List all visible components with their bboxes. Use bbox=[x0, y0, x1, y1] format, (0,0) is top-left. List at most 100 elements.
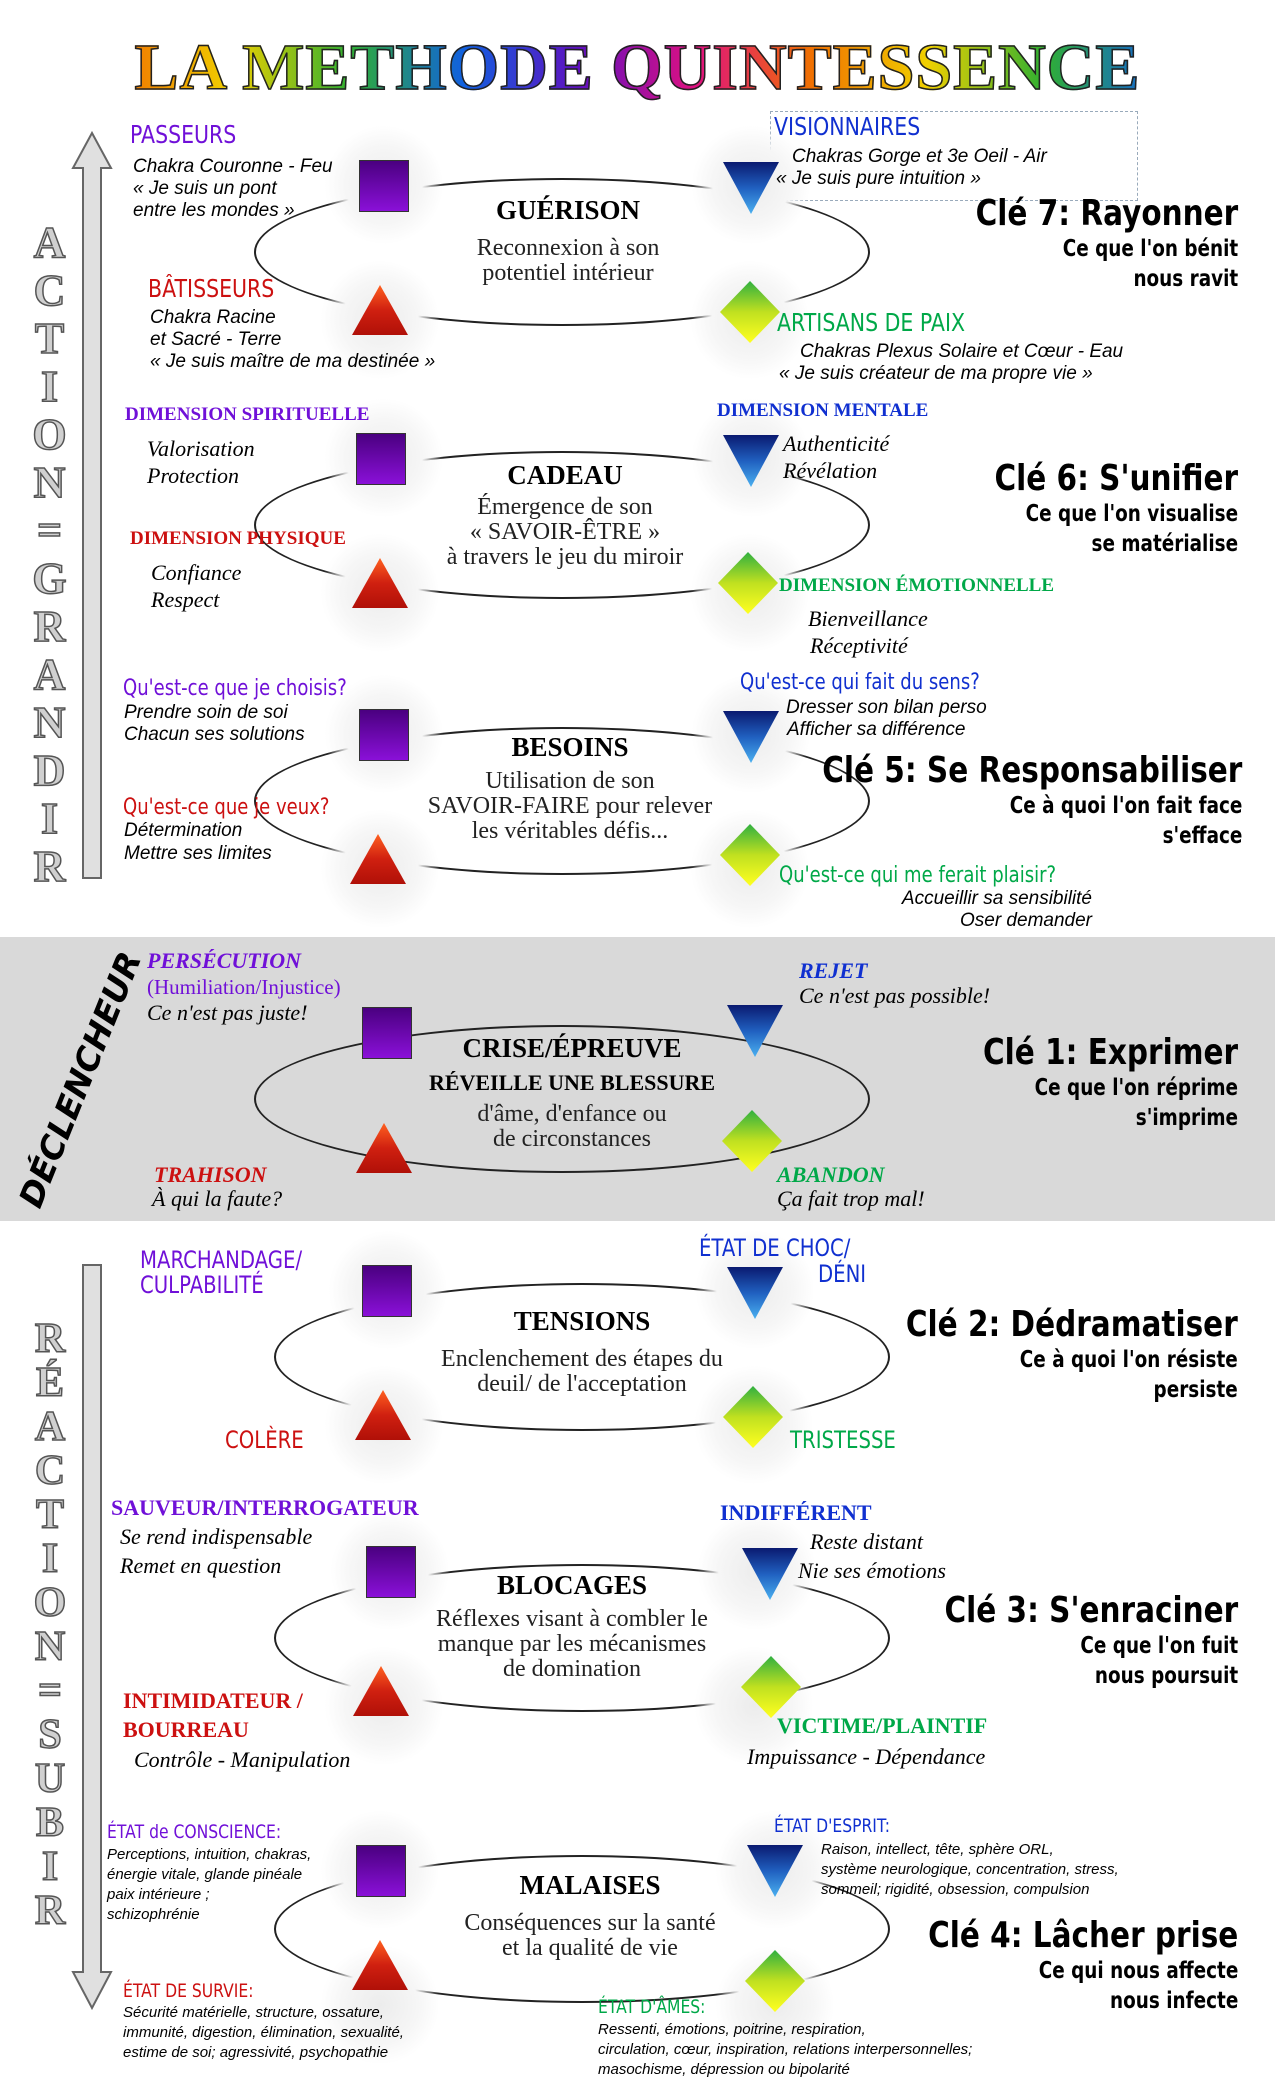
batisseurs-heading: BÂTISSEURS bbox=[148, 274, 275, 303]
text: (Humiliation/Injustice) bbox=[147, 975, 341, 999]
crise-ellipse bbox=[254, 1025, 870, 1173]
down-arrow-icon bbox=[71, 1264, 113, 2011]
text: Protection bbox=[147, 463, 240, 488]
text: immunité, digestion, élimination, sexual… bbox=[123, 2024, 404, 2041]
artisans-heading: ARTISANS DE PAIX bbox=[777, 308, 966, 337]
text: Perceptions, intuition, chakras, bbox=[107, 1846, 312, 1863]
text: Sécurité matérielle, structure, ossature… bbox=[123, 2004, 384, 2021]
trahison-heading: TRAHISON bbox=[154, 1162, 267, 1187]
text: Contrôle - Manipulation bbox=[134, 1747, 351, 1772]
text: entre les mondes » bbox=[133, 200, 295, 221]
text: « Je suis pure intuition » bbox=[776, 168, 981, 189]
text: Raison, intellect, tête, sphère ORL, bbox=[821, 1841, 1054, 1858]
up-arrow-icon bbox=[71, 130, 113, 879]
text: Confiance bbox=[151, 560, 242, 585]
text: Détermination bbox=[124, 820, 243, 841]
text: Prendre soin de soi bbox=[124, 702, 288, 723]
marchandage-label: MARCHANDAGE/ bbox=[140, 1246, 303, 1274]
text: Authenticité bbox=[783, 431, 890, 456]
colere-label: COLÈRE bbox=[225, 1426, 304, 1454]
text: Se rend indispensable bbox=[120, 1524, 313, 1549]
text: schizophrénie bbox=[107, 1906, 200, 1923]
text: système neurologique, concentration, str… bbox=[821, 1861, 1119, 1878]
text: masochisme, dépression ou bipolarité bbox=[598, 2061, 850, 2078]
square-icon bbox=[362, 1007, 412, 1059]
besoins-ellipse bbox=[254, 727, 870, 875]
text: Afficher sa différence bbox=[787, 719, 966, 740]
rejet-heading: REJET bbox=[799, 958, 868, 983]
square-icon bbox=[362, 1265, 412, 1317]
dimension-spirituelle-heading: DIMENSION SPIRITUELLE bbox=[125, 404, 370, 425]
text: Remet en question bbox=[120, 1553, 282, 1578]
dimension-physique-heading: DIMENSION PHYSIQUE bbox=[130, 528, 346, 549]
square-icon bbox=[356, 1845, 406, 1897]
text: Révélation bbox=[783, 458, 878, 483]
text: et Sacré - Terre bbox=[150, 329, 282, 350]
etat-de-choc-label: ÉTAT DE CHOC/ bbox=[699, 1234, 851, 1262]
text: Nie ses émotions bbox=[798, 1558, 946, 1583]
etat-conscience-heading: ÉTAT de CONSCIENCE: bbox=[107, 1821, 282, 1843]
text: Chakra Racine bbox=[150, 307, 276, 328]
text: Accueillir sa sensibilité bbox=[901, 888, 1092, 909]
square-icon bbox=[356, 433, 406, 485]
malaises-ellipse bbox=[274, 1855, 890, 2003]
tensions-ellipse bbox=[274, 1283, 890, 1431]
sauveur-heading: SAUVEUR/INTERROGATEUR bbox=[111, 1495, 419, 1520]
square-icon bbox=[359, 160, 409, 212]
deni-label: DÉNI bbox=[818, 1260, 867, 1288]
text: Réceptivité bbox=[810, 633, 908, 658]
text: Valorisation bbox=[147, 436, 255, 461]
dimension-emotionnelle-heading: DIMENSION ÉMOTIONNELLE bbox=[779, 575, 1055, 596]
text: Impuissance - Dépendance bbox=[747, 1744, 986, 1769]
text: Oser demander bbox=[959, 910, 1092, 931]
text: Reste distant bbox=[810, 1529, 924, 1554]
veux-question: Qu'est-ce que je veux? bbox=[123, 795, 330, 820]
text: Ce n'est pas juste! bbox=[147, 1000, 308, 1025]
blocages-ellipse bbox=[274, 1564, 890, 1712]
etat-ames-heading: ÉTAT D'ÂMES: bbox=[598, 1996, 706, 2018]
text: « Je suis maître de ma destinée » bbox=[150, 351, 436, 372]
cadeau-ellipse bbox=[254, 451, 870, 599]
intimidateur-heading: INTIMIDATEUR / bbox=[123, 1688, 303, 1713]
text: Bienveillance bbox=[808, 606, 928, 631]
text: À qui la faute? bbox=[152, 1186, 283, 1211]
abandon-heading: ABANDON bbox=[777, 1162, 885, 1187]
square-icon bbox=[359, 709, 409, 761]
text: énergie vitale, glande pinéale bbox=[107, 1866, 303, 1883]
text: Chakra Couronne - Feu bbox=[133, 156, 333, 177]
etat-survie-heading: ÉTAT DE SURVIE: bbox=[123, 1980, 254, 2002]
text: Chacun ses solutions bbox=[124, 724, 305, 745]
tristesse-label: TRISTESSE bbox=[790, 1426, 896, 1454]
text: « Je suis un pont bbox=[133, 178, 277, 199]
passeurs-heading: PASSEURS bbox=[130, 120, 237, 149]
text: Dresser son bilan perso bbox=[786, 697, 987, 718]
text: Ça fait trop mal! bbox=[777, 1186, 925, 1211]
text: Chakras Gorge et 3e Oeil - Air bbox=[792, 146, 1047, 167]
text: estime de soi; agressivité, psychopathie bbox=[123, 2044, 389, 2061]
culpabilite-label: CULPABILITÉ bbox=[140, 1271, 264, 1299]
text: paix intérieure ; bbox=[107, 1886, 210, 1903]
victime-heading: VICTIME/PLAINTIF bbox=[777, 1713, 988, 1738]
choisis-question: Qu'est-ce que je choisis? bbox=[123, 676, 347, 701]
visionnaires-heading: VISIONNAIRES bbox=[774, 112, 921, 141]
text: Chakras Plexus Solaire et Cœur - Eau bbox=[800, 341, 1124, 362]
persecution-heading: PERSÉCUTION bbox=[147, 948, 302, 973]
text: circulation, cœur, inspiration, relation… bbox=[598, 2041, 973, 2058]
text: Respect bbox=[151, 587, 220, 612]
text: Ressenti, émotions, poitrine, respiratio… bbox=[598, 2021, 866, 2038]
text: Ce n'est pas possible! bbox=[799, 983, 991, 1008]
